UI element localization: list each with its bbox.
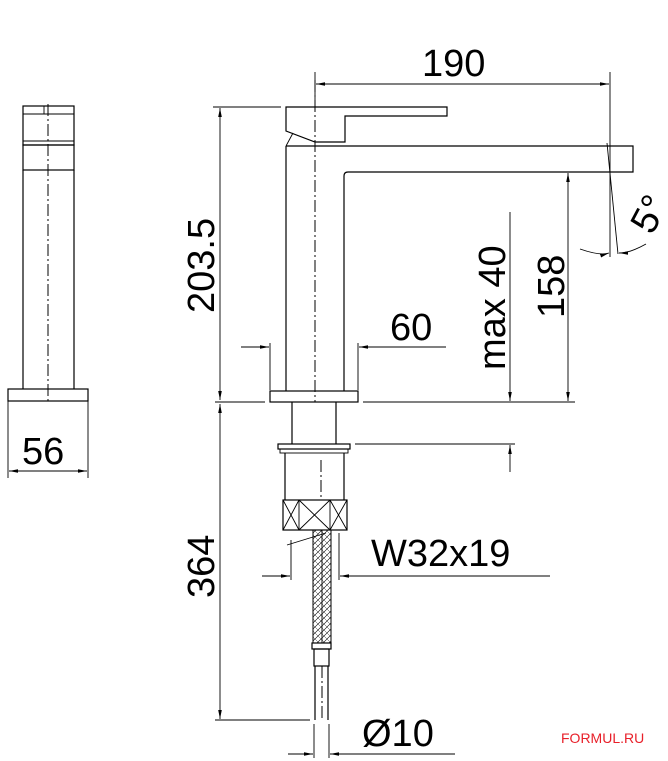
dim-spout-reach: 190: [422, 43, 485, 85]
dim-hose-diameter: Ø10: [362, 713, 434, 755]
dim-total-height: 203.5: [181, 218, 223, 313]
watermark: FORMUL.RU: [561, 730, 645, 746]
dim-hose-thread: W32x19: [371, 533, 510, 575]
dim-spout-height: 158: [531, 255, 573, 318]
side-view: 56: [7, 104, 89, 478]
dim-spout-angle: 5°: [623, 188, 668, 240]
dim-below-deck: 364: [181, 535, 223, 598]
dim-max-thickness: max 40: [472, 245, 514, 370]
dim-side-width: 56: [22, 431, 64, 473]
front-view: 190 203.5 60 max 40 158 5° 364: [181, 43, 668, 758]
dim-base-width: 60: [390, 307, 432, 349]
